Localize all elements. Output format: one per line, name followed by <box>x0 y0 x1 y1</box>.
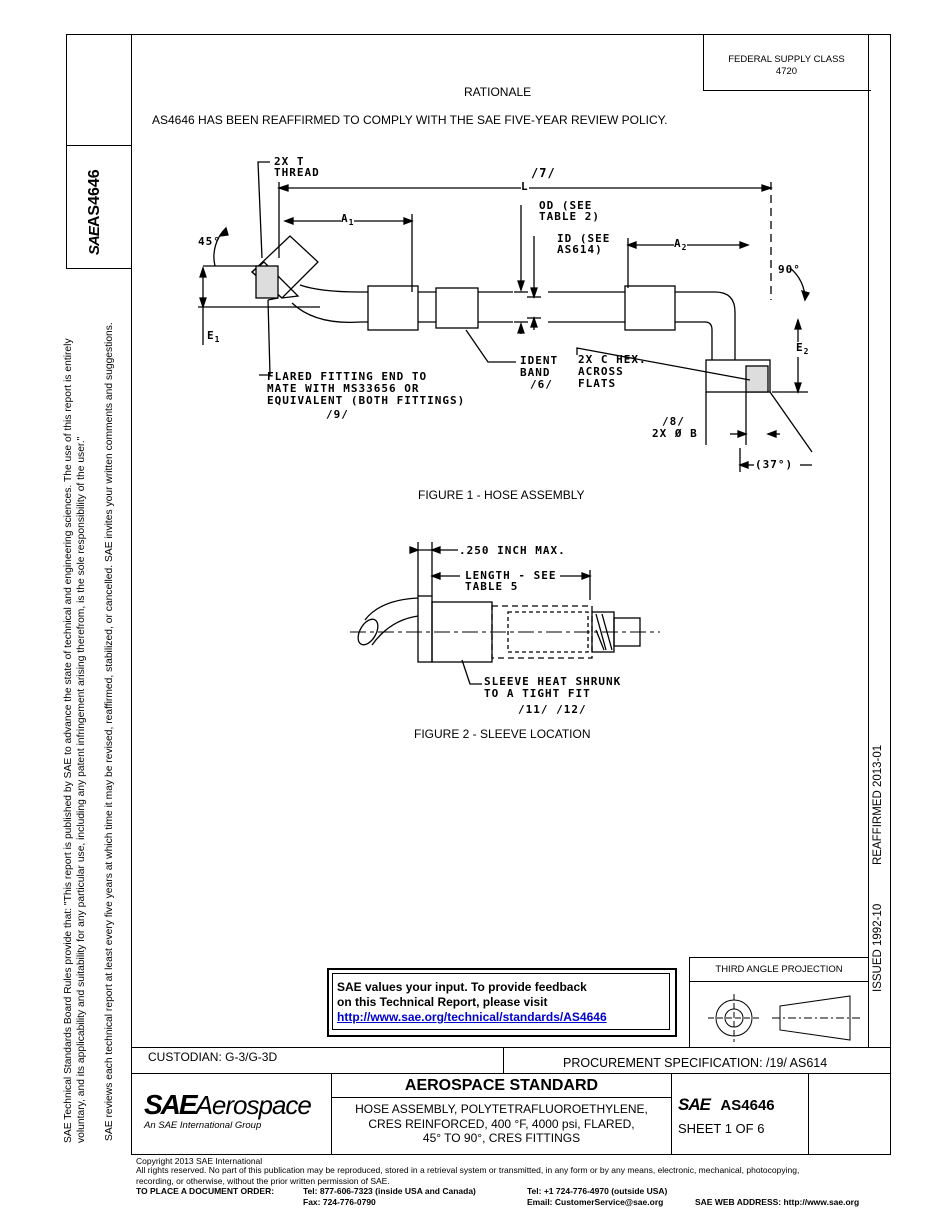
length-label: L <box>521 180 529 193</box>
ident-ref: /6/ <box>530 378 553 391</box>
frame-top <box>66 34 891 35</box>
id-label-1: ID (SEE <box>557 232 611 245</box>
sae-logo-doc: SAE <box>678 1095 711 1114</box>
ref-7: /7/ <box>531 166 556 180</box>
feedback-link[interactable]: http://www.sae.org/technical/standards/A… <box>337 1010 607 1024</box>
fsc-number: 4720 <box>775 66 798 77</box>
frame-inner-left <box>131 34 132 1155</box>
third-angle-projection-icon <box>708 994 860 1042</box>
rationale-title: RATIONALE <box>464 85 532 99</box>
angle-37-label: (37°) <box>755 458 794 471</box>
standard-type: AEROSPACE STANDARD <box>404 1077 599 1094</box>
rights-1: All rights reserved. No part of this pub… <box>136 1165 800 1175</box>
ident-band-1: IDENT <box>520 354 559 367</box>
figure1-caption: FIGURE 1 - HOSE ASSEMBLY <box>418 488 585 502</box>
aerospace-logo-word: Aerospace <box>195 1090 312 1120</box>
hex-callout-1: 2X C HEX. <box>578 353 647 366</box>
b-ref: /8/ <box>662 415 685 428</box>
length-table5-1: LENGTH - SEE <box>465 569 557 582</box>
a1-label: A1 <box>341 212 355 229</box>
tel-us: Tel: 877-606-7323 (inside USA and Canada… <box>303 1186 476 1196</box>
frame-logo-bottom <box>66 268 132 269</box>
tel-intl: Tel: +1 724-776-4970 (outside USA) <box>527 1186 668 1196</box>
procurement-spec: PROCUREMENT SPECIFICATION: /19/ AS614 <box>563 1056 828 1070</box>
figure1-drawing <box>198 161 813 472</box>
hex-callout-2: ACROSS <box>578 365 624 378</box>
a2-label: A2 <box>674 237 688 254</box>
b-label: 2X Ø B <box>652 427 698 440</box>
frame-logo-top <box>66 145 132 146</box>
flared-callout-3: EQUIVALENT (BOTH FITTINGS) <box>267 394 466 407</box>
rights-2: recording, or otherwise, without the pri… <box>136 1176 390 1186</box>
title-block-row2 <box>131 1073 891 1074</box>
frame-right-strip-left <box>868 34 869 1047</box>
flared-ref: /9/ <box>326 408 349 421</box>
fsc-box-left <box>703 34 704 91</box>
title-block-top <box>131 1047 891 1048</box>
order-label: TO PLACE A DOCUMENT ORDER: <box>136 1186 275 1196</box>
length-table5-2: TABLE 5 <box>465 580 519 593</box>
custodian-divider <box>503 1047 504 1074</box>
reaffirmed-date: REAFFIRMED 2013-01 <box>872 744 884 865</box>
e2-label: E2 <box>796 341 810 358</box>
doc-title-2: CRES REINFORCED, 400 °F, 4000 psi, FLARE… <box>368 1117 635 1131</box>
feedback-box: SAE values your input. To provide feedba… <box>327 968 677 1037</box>
flared-callout-2: MATE WITH MS33656 OR <box>267 382 420 395</box>
docnum-divider <box>671 1073 672 1155</box>
figure2-drawing <box>350 542 660 685</box>
doc-title-3: 45° TO 90°, CRES FITTINGS <box>422 1131 581 1145</box>
fsc-box-bottom <box>703 90 871 91</box>
od-label-1: OD (SEE <box>539 199 593 212</box>
fax: Fax: 724-776-0790 <box>303 1197 376 1207</box>
projection-box-top <box>689 957 868 958</box>
angle-90-label: 90° <box>778 263 801 276</box>
sae-aerospace-logo: SAEAerospace <box>144 1089 312 1121</box>
federal-supply-class: FEDERAL SUPPLY CLASS <box>728 54 845 65</box>
blank-divider <box>808 1073 809 1155</box>
sae-logo-word: SAE <box>144 1089 198 1120</box>
feedback-line2: on this Technical Report, please visit <box>337 995 548 1009</box>
doc-number: AS4646 <box>720 1097 775 1114</box>
projection-box-divider <box>689 981 868 982</box>
sleeve-callout-1: SLEEVE HEAT SHRUNK <box>484 675 622 688</box>
email: Email: CustomerService@sae.org <box>527 1197 664 1207</box>
figure2-caption: FIGURE 2 - SLEEVE LOCATION <box>414 727 591 741</box>
standard-type-underline <box>331 1097 671 1098</box>
doc-number-block: SAE AS4646 <box>678 1095 775 1115</box>
sleeve-ref: /11/ /12/ <box>518 703 587 716</box>
flared-callout-1: FLARED FITTING END TO <box>267 370 428 383</box>
od-label-2: TABLE 2) <box>539 210 600 223</box>
logo-tagline: An SAE International Group <box>144 1120 262 1131</box>
angle-45-label: 45° <box>198 235 221 248</box>
max-label: .250 INCH MAX. <box>459 544 566 557</box>
sheet-number: SHEET 1 OF 6 <box>678 1121 765 1136</box>
copyright: Copyright 2013 SAE International <box>136 1156 263 1166</box>
id-label-2: AS614) <box>557 243 603 256</box>
ident-band-2: BAND <box>520 366 551 379</box>
rationale-text: AS4646 HAS BEEN REAFFIRMED TO COMPLY WIT… <box>152 113 668 127</box>
logo-divider <box>331 1073 332 1155</box>
e1-label: E1 <box>207 329 221 345</box>
thread-callout-2: THREAD <box>274 166 320 179</box>
title-block-bottom <box>131 1154 891 1155</box>
frame-right <box>890 34 891 1155</box>
sleeve-callout-2: TO A TIGHT FIT <box>484 687 591 700</box>
custodian: CUSTODIAN: G-3/G-3D <box>148 1050 278 1064</box>
feedback-line1: SAE values your input. To provide feedba… <box>337 980 587 994</box>
web-address: SAE WEB ADDRESS: http://www.sae.org <box>695 1197 860 1207</box>
projection-box-left <box>689 957 690 1047</box>
doc-title-1: HOSE ASSEMBLY, POLYTETRAFLUOROETHYLENE, <box>355 1102 648 1116</box>
issued-date: ISSUED 1992-10 <box>872 903 884 992</box>
projection-title: THIRD ANGLE PROJECTION <box>715 964 843 975</box>
frame-left-upper <box>66 34 67 268</box>
hex-callout-3: FLATS <box>578 377 617 390</box>
thread-callout-1: 2X T <box>274 155 305 168</box>
